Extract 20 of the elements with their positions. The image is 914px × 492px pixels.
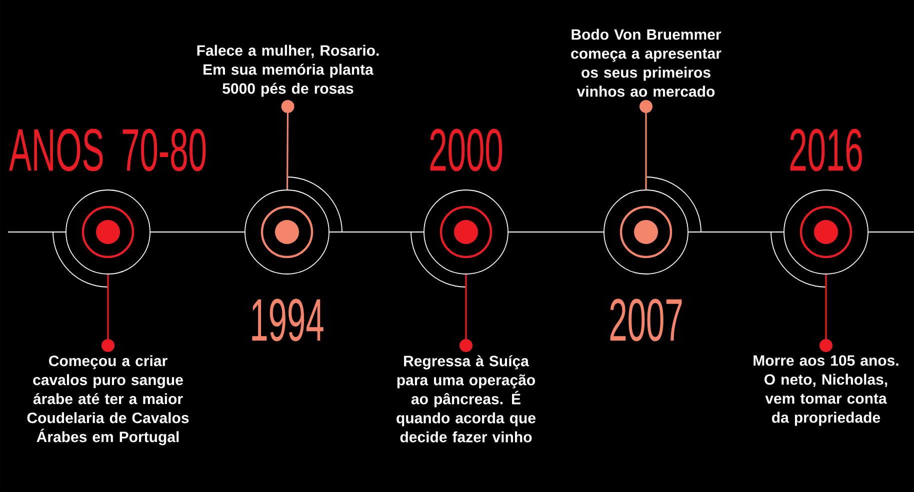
timeline-marker [410,190,508,288]
event-description: Bodo Von Bruemmer começa a apresentar os seus primeiros vinhos ao mercado [571,28,722,97]
year-label: 1994 [252,298,324,342]
year-label: 2000 [430,128,502,172]
year-label: 2007 [610,298,682,342]
event-description: Começou a criar cavalos puro sangue árabe até ter a maior Coudelaria de Cavalos Árabes em Portugal [27,355,189,446]
year-label: ANOS 70-80 [9,128,206,172]
timeline-marker [770,190,868,288]
timeline-marker [604,176,702,274]
event-description: Morre aos 105 anos. O neto, Nicholas, vem tomar conta da propriedade [754,355,898,426]
leader-line [460,274,472,352]
event-description: Regressa à Suíça para uma operação ao pâncreas. É quando acorda que decide fazer vinho [396,355,536,442]
timeline-marker [52,190,150,288]
event-description: Falece a mulher, Rosario. Em sua memória planta 5000 pés de rosas [197,44,379,97]
year-label: 2016 [790,128,862,172]
leader-line [820,274,832,352]
timeline-marker [244,176,342,274]
leader-line [281,100,294,190]
leader-line [102,274,114,352]
leader-line [640,100,652,190]
